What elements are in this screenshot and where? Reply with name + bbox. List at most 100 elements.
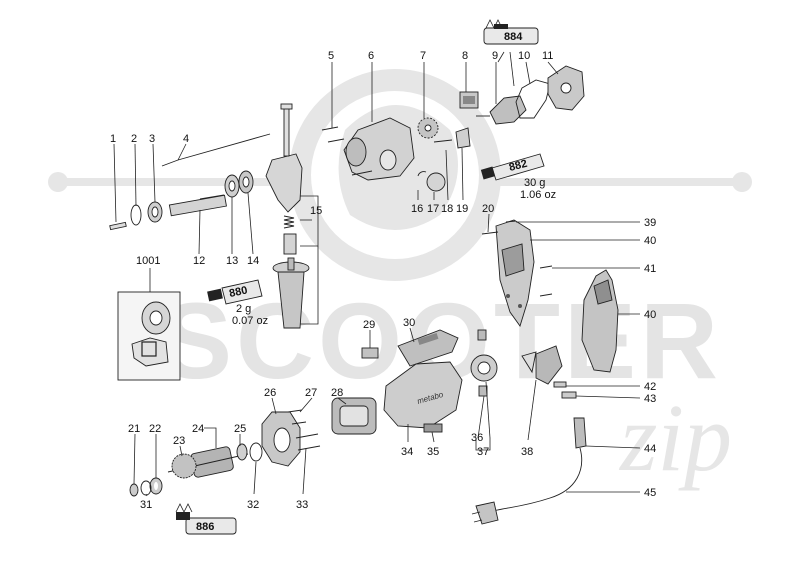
- part-19-bracket: [455, 127, 471, 149]
- part-32-bearing: [249, 442, 263, 462]
- label-37: 37: [477, 446, 489, 458]
- label-6: 6: [368, 50, 374, 62]
- label-31: 31: [140, 499, 152, 511]
- part-34-motor-housing: metabo: [383, 361, 463, 429]
- tube-882-amount: 30 g: [524, 177, 545, 189]
- label-40-lower: 40: [644, 309, 656, 321]
- label-32: 32: [247, 499, 259, 511]
- tube-880-amount: 2 g: [236, 303, 251, 315]
- label-33: 33: [296, 499, 308, 511]
- label-4: 4: [183, 133, 189, 145]
- part-40-handle-shell-left: [495, 219, 535, 328]
- part-38-switch: [521, 345, 563, 385]
- part-33-screws: [295, 433, 321, 451]
- tube-880-code: 880: [228, 284, 248, 300]
- part-15-side-handle: [272, 257, 310, 329]
- label-24: 24: [192, 423, 204, 435]
- label-26: 26: [264, 387, 276, 399]
- label-21: 21: [128, 423, 140, 435]
- label-14: 14: [247, 255, 259, 267]
- part-11-flange: [547, 65, 585, 111]
- part-2-circlip: [130, 204, 142, 226]
- label-20: 20: [482, 203, 494, 215]
- part-39-screw: [505, 220, 517, 223]
- label-23: 23: [173, 435, 185, 447]
- part-6-gear-housing: [343, 117, 415, 181]
- label-8: 8: [462, 50, 468, 62]
- part-4-rod: [161, 133, 271, 167]
- part-45-power-cable: [471, 447, 583, 525]
- label-41: 41: [644, 263, 656, 275]
- part-15-sleeve: [283, 233, 297, 255]
- part-12-spindle: [168, 194, 227, 217]
- part-43-clamp: [561, 391, 577, 399]
- label-9: 9: [492, 50, 498, 62]
- label-13: 13: [226, 255, 238, 267]
- part-14-bearing: [238, 170, 254, 194]
- label-25: 25: [234, 423, 246, 435]
- part-44-cable-sleeve: [573, 417, 587, 449]
- part-31-ring: [140, 480, 152, 496]
- label-38: 38: [521, 446, 533, 458]
- part-27-screws: [287, 409, 307, 425]
- label-29: 29: [363, 319, 375, 331]
- part-22-ring: [149, 477, 163, 495]
- part-41-screw: [539, 265, 553, 297]
- part-29-plate: [361, 347, 379, 359]
- part-35-label: [423, 423, 443, 433]
- label-44: 44: [644, 443, 656, 455]
- parts: metabo: [109, 65, 619, 525]
- part-7-gear: [417, 117, 439, 139]
- watermark-left-dot: [48, 172, 68, 192]
- label-1: 1: [110, 133, 116, 145]
- part-20-screw: [481, 231, 499, 235]
- tube-886-code: 886: [196, 521, 214, 533]
- part-25-bearing: [236, 443, 248, 461]
- leader-lines: [113, 51, 641, 497]
- label-16: 16: [411, 203, 423, 215]
- label-15: 15: [310, 205, 322, 217]
- label-19: 19: [456, 203, 468, 215]
- label-35: 35: [427, 446, 439, 458]
- part-30-cover: [397, 329, 459, 367]
- part-15-clamp: [265, 103, 303, 213]
- detail-1001-box: [117, 291, 181, 381]
- grease-tube-886: 886: [175, 503, 237, 535]
- part-3-washer: [147, 201, 163, 223]
- label-27: 27: [305, 387, 317, 399]
- label-22: 22: [149, 423, 161, 435]
- label-45: 45: [644, 487, 656, 499]
- label-36: 36: [471, 432, 483, 444]
- tube-882-amount-oz: 1.06 oz: [520, 189, 556, 201]
- tube-880-amount-oz: 0.07 oz: [232, 315, 268, 327]
- tube-882-code: 882: [508, 158, 529, 174]
- label-30: 30: [403, 317, 415, 329]
- label-1001: 1001: [136, 255, 160, 267]
- grease-tube-880: 880 2 g 0.07 oz: [207, 279, 268, 327]
- part-labels: 1 2 3 4 5 6 7 8 9 10 11 12 13 14 15 16 1…: [110, 50, 656, 511]
- part-28-field-coil: [331, 397, 377, 435]
- part-23-fan: [171, 453, 197, 479]
- part-36-37-brush-holder: [470, 329, 498, 397]
- label-3: 3: [149, 133, 155, 145]
- part-42-clamp: [553, 381, 567, 388]
- label-10: 10: [518, 50, 530, 62]
- watermark-text-zip: zip: [618, 384, 732, 491]
- part-18-pin: [433, 139, 453, 143]
- part-10-gasket: [515, 79, 551, 119]
- watermark-right-dot: [732, 172, 752, 192]
- tube-884-code: 884: [504, 31, 523, 43]
- part-13-bearing: [224, 174, 240, 198]
- part-1-pin: [109, 221, 127, 231]
- part-8-switch-block: [459, 91, 479, 109]
- label-43: 43: [644, 393, 656, 405]
- label-34: 34: [401, 446, 413, 458]
- label-42: 42: [644, 381, 656, 393]
- part-16-17-knob: [417, 171, 446, 192]
- label-28: 28: [331, 387, 343, 399]
- part-15-spring: [283, 215, 295, 229]
- label-2: 2: [131, 133, 137, 145]
- part-26-brush-plate: [261, 411, 301, 467]
- label-39: 39: [644, 217, 656, 229]
